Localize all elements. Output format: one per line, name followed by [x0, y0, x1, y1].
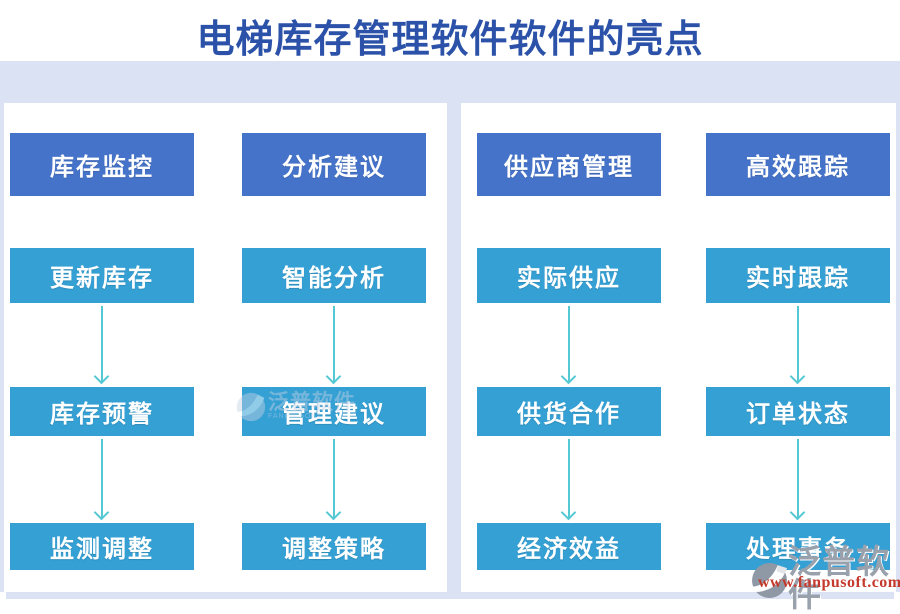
down-arrow-icon: [797, 306, 799, 382]
fanpu-logo-icon: [751, 562, 788, 599]
down-arrow-icon: [333, 439, 335, 518]
flow-column-analysis-advice: 分析建议 智能分析 管理建议 调整策略: [242, 104, 426, 600]
right-edge-strip: [896, 103, 900, 592]
step-box: 处理事务: [706, 523, 890, 570]
left-edge-strip: [0, 103, 4, 592]
header-box: 高效跟踪: [706, 133, 890, 196]
flow-column-efficient-tracking: 高效跟踪 实时跟踪 订单状态 处理事务: [706, 104, 890, 600]
step-box: 经济效益: [477, 523, 661, 570]
down-arrow-icon: [101, 306, 103, 382]
flow-column-inventory-monitoring: 库存监控 更新库存 库存预警 监测调整: [10, 104, 194, 600]
step-box: 监测调整: [10, 523, 194, 570]
header-box: 分析建议: [242, 133, 426, 196]
down-arrow-icon: [568, 306, 570, 382]
down-arrow-icon: [797, 439, 799, 518]
infographic-canvas: 电梯库存管理软件软件的亮点 库存监控 更新库存 库存预警 监测调整 分析建议 智…: [0, 0, 900, 600]
step-box: 智能分析: [242, 248, 426, 303]
step-box: 供货合作: [477, 387, 661, 436]
fanpu-brand-logo: 泛普软件: [751, 547, 900, 613]
step-box: 订单状态: [706, 387, 890, 436]
step-box: 调整策略: [242, 523, 426, 570]
bottom-divider-bar: [6, 592, 894, 599]
top-divider-bar: [0, 61, 900, 103]
down-arrow-icon: [568, 439, 570, 518]
step-box: 更新库存: [10, 248, 194, 303]
step-box: 实际供应: [477, 248, 661, 303]
brand-website-text: www.fanpusoft.com: [758, 574, 900, 591]
step-box: 管理建议: [242, 387, 426, 436]
page-title: 电梯库存管理软件软件的亮点: [196, 19, 704, 61]
step-box: 实时跟踪: [706, 248, 890, 303]
down-arrow-icon: [333, 306, 335, 382]
step-box: 库存预警: [10, 387, 194, 436]
center-divider-strip: [447, 103, 461, 592]
flow-column-supplier-management: 供应商管理 实际供应 供货合作 经济效益: [477, 104, 661, 600]
down-arrow-icon: [101, 439, 103, 518]
header-box: 库存监控: [10, 133, 194, 196]
header-box: 供应商管理: [477, 133, 661, 196]
